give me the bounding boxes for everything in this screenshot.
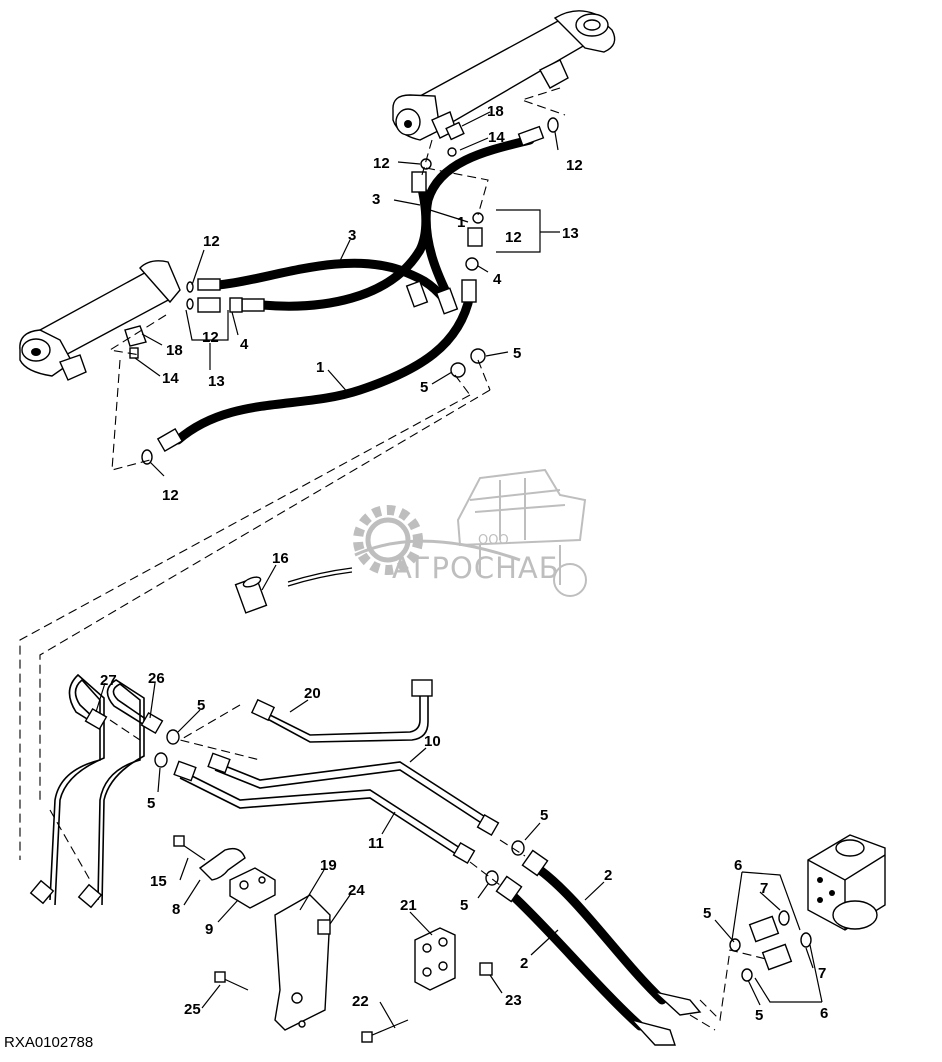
hydraulic-cylinder-right [392, 10, 616, 141]
nut-23 [479, 962, 493, 976]
callout-14: 14 [488, 129, 505, 146]
bracket-19 [274, 894, 331, 1031]
bolt-15 [173, 835, 206, 861]
callout-27: 27 [100, 672, 117, 689]
watermark-logo: ООО АГРОСНАБ [353, 468, 587, 597]
callout-20: 20 [304, 685, 321, 702]
hose-1-upper [421, 135, 535, 305]
callout-6: 6 [734, 857, 742, 874]
hose-1-long [173, 290, 475, 445]
tube-20 [250, 679, 433, 743]
sleeve-part-16 [234, 576, 268, 614]
tube-10 [207, 752, 500, 837]
callout-18: 18 [487, 103, 504, 120]
callout-5: 5 [197, 697, 205, 714]
bolt-25 [214, 971, 249, 991]
callout-5: 5 [147, 795, 155, 812]
callout-4: 4 [240, 336, 249, 353]
adapter-6-upper [748, 915, 780, 943]
hose-3-upper [213, 258, 450, 305]
callout-26: 26 [148, 670, 165, 687]
clip-24 [317, 919, 331, 935]
callout-12: 12 [373, 155, 390, 172]
callout-12: 12 [505, 229, 522, 246]
callout-5: 5 [460, 897, 468, 914]
hose-2-left [495, 875, 676, 1046]
o-rings-upper [129, 117, 559, 465]
watermark-name: АГРОСНАБ [392, 551, 560, 585]
watermark-company: ООО [478, 533, 509, 548]
callout-10: 10 [424, 733, 441, 750]
callout-14: 14 [162, 370, 179, 387]
assembly-lines-upper [108, 87, 566, 471]
harvester-icon [456, 468, 587, 597]
tube-11 [173, 760, 476, 865]
callout-2: 2 [520, 955, 528, 972]
callout-12: 12 [566, 157, 583, 174]
hose-fittings-upper [156, 125, 545, 453]
callout-8: 8 [172, 901, 180, 918]
assembly-lines-lower [49, 704, 771, 1031]
callout-16: 16 [272, 550, 289, 567]
bolt-22 [361, 1019, 409, 1043]
callout-5: 5 [540, 807, 548, 824]
callout-3: 3 [348, 227, 356, 244]
callout-19: 19 [320, 857, 337, 874]
adapter-6-lower [761, 943, 793, 971]
tube-27 [29, 673, 108, 906]
callout-7: 7 [818, 965, 826, 982]
block-9 [229, 867, 276, 909]
callout-18: 18 [166, 342, 183, 359]
callout-15: 15 [150, 873, 167, 890]
assembly-lines-long [19, 389, 491, 860]
callout-2: 2 [604, 867, 612, 884]
callout-1: 1 [457, 214, 465, 231]
callout-5: 5 [513, 345, 521, 362]
callout-13: 13 [562, 225, 579, 242]
figure-reference-code: RXA0102788 [4, 1034, 93, 1051]
callout-23: 23 [505, 992, 522, 1009]
steering-valve [807, 834, 886, 931]
tube-26 [77, 679, 164, 909]
callout-22: 22 [352, 993, 369, 1010]
cable-tie-part-17 [287, 567, 353, 587]
callout-24: 24 [348, 882, 365, 899]
callout-21: 21 [400, 897, 417, 914]
callout-labels: 12 3 3 1 18 14 12 12 12 13 4 5 5 1 4 12 … [100, 103, 828, 1024]
callout-6: 6 [820, 1005, 828, 1022]
callout-25: 25 [184, 1001, 201, 1018]
callout-11: 11 [368, 835, 384, 852]
callout-12: 12 [162, 487, 179, 504]
swoosh [354, 539, 521, 562]
hose-2-right [521, 849, 702, 1016]
hose-3-lower [257, 175, 431, 311]
callout-9: 9 [205, 921, 213, 938]
leader-lines [95, 111, 823, 1029]
callout-3: 3 [372, 191, 380, 208]
callout-5: 5 [755, 1007, 763, 1024]
callout-1: 1 [316, 359, 324, 376]
clamp-8 [198, 847, 246, 881]
callout-13: 13 [208, 373, 225, 390]
callout-12: 12 [202, 329, 219, 346]
hydraulic-cylinder-left [19, 260, 181, 381]
o-rings-lower [154, 729, 812, 982]
callout-5: 5 [420, 379, 428, 396]
callout-7: 7 [760, 880, 768, 897]
callout-5: 5 [703, 905, 711, 922]
callout-12: 12 [203, 233, 220, 250]
plate-21 [414, 927, 456, 991]
callout-4: 4 [493, 271, 502, 288]
